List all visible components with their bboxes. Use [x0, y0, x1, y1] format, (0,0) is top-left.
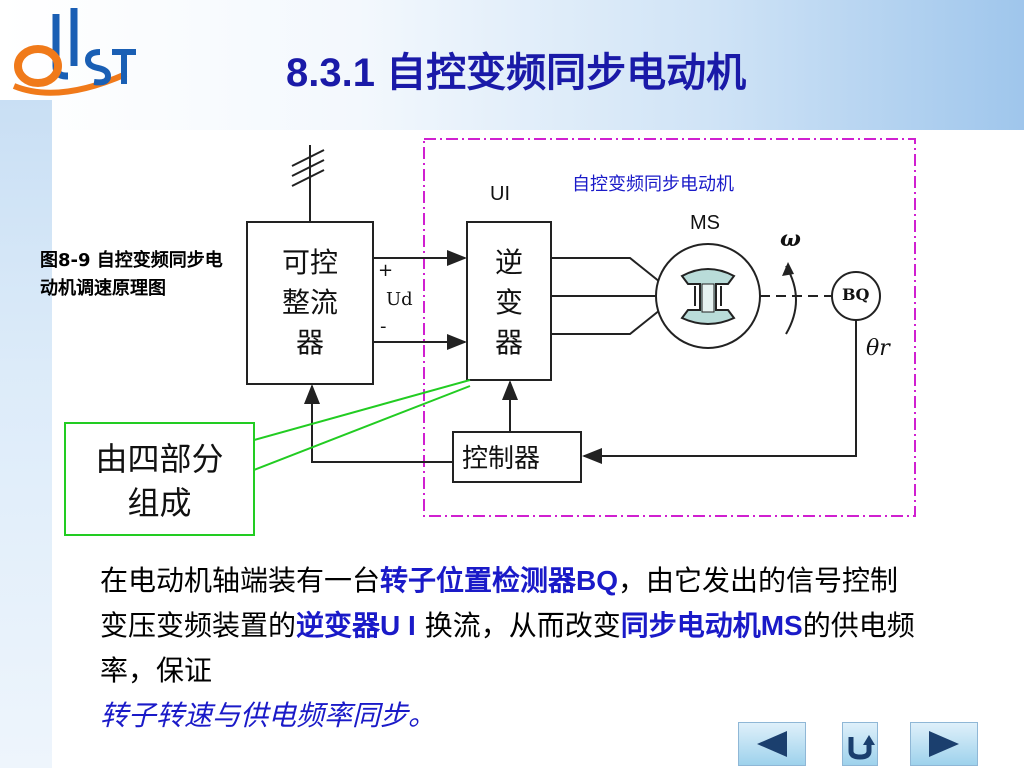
return-arrow-icon — [848, 735, 875, 760]
triangle-left-icon — [757, 731, 787, 757]
controller-label: 控制器 — [462, 444, 541, 474]
next-slide-button[interactable] — [910, 722, 978, 766]
controller-box — [452, 431, 582, 483]
para-highlight-sensor: 转子位置检测器BQ — [380, 565, 619, 596]
inverter-label-1: 逆 — [494, 246, 523, 279]
inverter-tag: UI — [490, 183, 510, 205]
para-text-3: 换流，从而改变 — [415, 609, 621, 642]
qust-logo — [12, 8, 136, 96]
inverter-label-3: 器 — [494, 326, 523, 359]
prev-slide-button[interactable] — [738, 722, 806, 766]
para-highlight-inverter: 逆变器U I — [296, 610, 416, 641]
para-highlight-motor: 同步电动机MS — [620, 610, 803, 641]
rectifier-box — [246, 221, 374, 385]
side-band — [0, 100, 52, 768]
motor-boundary — [423, 138, 916, 517]
rectifier-label-3: 器 — [295, 326, 324, 359]
triangle-right-icon — [929, 731, 959, 757]
page-title: 8.3.1 自控变频同步电动机 — [286, 51, 747, 95]
figure-caption: 图8-9 自控变频同步电动机调速原理图 — [40, 250, 223, 299]
dc-plus: + — [378, 260, 394, 281]
description-paragraph: 在电动机轴端装有一台转子位置检测器BQ，由它发出的信号控制变压变频装置的逆变器U… — [100, 558, 920, 738]
inverter-box — [466, 221, 552, 381]
return-button[interactable] — [842, 722, 878, 766]
para-text-2: ，由它发出的信号控制变压变频装置的 — [100, 564, 899, 642]
rectifier-label-2: 整流 — [281, 286, 338, 319]
para-text-4: 的供电频率，保证 — [100, 609, 915, 687]
callout-box — [64, 422, 255, 536]
header-band — [0, 0, 1024, 130]
dc-minus: - — [380, 316, 387, 337]
callout-line-1: 由四部分 — [95, 440, 224, 478]
boundary-label: 自控变频同步电动机 — [572, 174, 734, 195]
dc-voltage-label: Ud — [386, 289, 413, 310]
rectifier-label-1: 可控 — [281, 246, 338, 279]
sensor-tag: BQ — [842, 285, 870, 304]
inverter-label-2: 变 — [494, 286, 523, 319]
theta-label: θr — [866, 336, 890, 361]
callout-line-2: 组成 — [127, 484, 192, 522]
para-text-1: 在电动机轴端装有一台 — [100, 564, 381, 597]
para-highlight-sync: 转子转速与供电频率同步。 — [100, 699, 437, 732]
omega-label: ω — [780, 226, 801, 252]
motor-tag: MS — [690, 212, 720, 234]
